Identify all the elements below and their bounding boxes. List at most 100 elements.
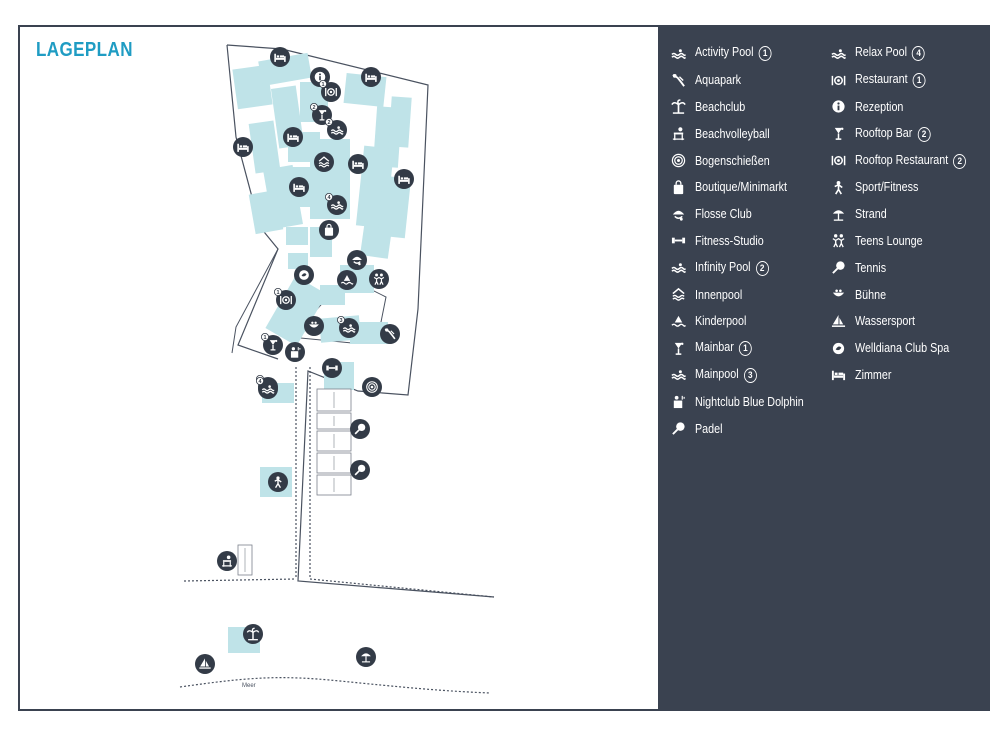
- cocktail-icon: [830, 126, 846, 142]
- courts-layer: [237, 388, 352, 576]
- racket-map-pin[interactable]: [350, 419, 370, 439]
- legend-item-beachvolleyball: Beachvolleyball: [670, 120, 821, 147]
- pool-map-pin[interactable]: 4: [255, 376, 278, 399]
- info-icon: [314, 71, 326, 83]
- target-map-pin[interactable]: [362, 377, 382, 397]
- legend-label: Zimmer: [855, 367, 892, 382]
- pool-icon: [670, 260, 686, 276]
- pin-number-badge: [260, 332, 269, 341]
- site-map: Meer 122413114: [179, 44, 495, 694]
- fitness-map-pin[interactable]: [268, 472, 288, 492]
- bed-map-pin[interactable]: [233, 137, 253, 157]
- bed-map-pin[interactable]: [289, 177, 309, 197]
- pin-number-badge: [309, 102, 318, 111]
- bag-map-pin[interactable]: [319, 220, 339, 240]
- pool-icon: [670, 45, 686, 61]
- pool-map-pin[interactable]: 2: [324, 117, 347, 140]
- bed-icon: [293, 183, 305, 192]
- nightclub-icon: [290, 347, 301, 358]
- pin-circle: [339, 318, 359, 338]
- club-icon: [352, 256, 362, 266]
- dumbbell-icon: [326, 365, 338, 371]
- legend-number-badge: 1: [739, 341, 752, 357]
- cocktail-icon: [269, 339, 278, 351]
- pin-number: 4: [258, 379, 262, 385]
- indoor-pool-map-pin[interactable]: [314, 152, 334, 172]
- spa-map-pin[interactable]: [294, 265, 314, 285]
- stage-icon: [309, 321, 319, 328]
- legend-item-sport-fitness: Sport/Fitness: [830, 174, 984, 201]
- resort-grounds: [179, 44, 495, 694]
- building-block: [350, 322, 388, 344]
- volleyball-map-pin[interactable]: [217, 551, 237, 571]
- kids-pool-icon: [670, 313, 686, 329]
- pool-icon: [261, 385, 275, 394]
- nightclub-map-pin[interactable]: [285, 342, 305, 362]
- pin-number-badge: [255, 376, 264, 385]
- legend-label: Wassersport: [855, 314, 915, 329]
- stage-map-pin[interactable]: [304, 316, 324, 336]
- bed-icon: [287, 133, 299, 142]
- legend-label: Flosse Club: [695, 207, 752, 222]
- building-block: [248, 120, 281, 174]
- legend-item-teens-lounge: Teens Lounge: [830, 228, 984, 255]
- bed-map-pin[interactable]: [361, 67, 381, 87]
- legend-number-badge: 1: [758, 46, 772, 62]
- bag-icon: [324, 223, 334, 236]
- legend-label: Beachclub: [695, 99, 746, 114]
- legend-label: Beachvolleyball: [695, 126, 770, 141]
- pool-map-pin[interactable]: 3: [336, 315, 359, 338]
- racket-icon: [354, 423, 366, 435]
- building-block: [388, 96, 412, 148]
- restaurant-map-pin[interactable]: 1: [318, 79, 341, 102]
- teens-map-pin[interactable]: [369, 269, 389, 289]
- nightclub-icon: [670, 394, 686, 410]
- bed-map-pin[interactable]: [283, 127, 303, 147]
- map-pins: 122413114: [195, 47, 414, 674]
- bed-map-pin[interactable]: [270, 47, 290, 67]
- legend-label: Fitness-Studio: [695, 233, 764, 248]
- legend-item-bühne: Bühne: [830, 281, 984, 308]
- pin-circle: [380, 324, 400, 344]
- pool-icon: [830, 45, 846, 61]
- slide-map-pin[interactable]: [380, 324, 400, 344]
- resort-outline: [226, 44, 495, 598]
- pin-circle: [327, 120, 347, 140]
- building-block: [288, 253, 308, 269]
- bed-icon: [365, 73, 377, 82]
- bed-map-pin[interactable]: [348, 154, 368, 174]
- palm-map-pin[interactable]: [243, 624, 263, 644]
- restaurant-icon: [280, 295, 292, 305]
- palm-icon: [246, 627, 260, 641]
- club-icon: [670, 206, 686, 222]
- pin-circle: [314, 152, 334, 172]
- dumbbell-map-pin[interactable]: [322, 358, 342, 378]
- cocktail-map-pin[interactable]: 1: [260, 332, 283, 355]
- target-icon: [670, 153, 686, 169]
- pool-map-pin[interactable]: 4: [324, 192, 347, 215]
- restaurant-map-pin[interactable]: 1: [273, 287, 296, 310]
- bed-map-pin[interactable]: [394, 169, 414, 189]
- kids-pool-map-pin[interactable]: [337, 270, 357, 290]
- legend-label: Rezeption: [855, 99, 904, 114]
- legend-item-aquapark: Aquapark: [670, 67, 821, 94]
- legend-label: Bogenschießen: [695, 153, 770, 168]
- sailboat-map-pin[interactable]: [195, 654, 215, 674]
- map-title: LAGEPLAN: [36, 39, 133, 61]
- legend-item-flosse-club: Flosse Club: [670, 201, 821, 228]
- building-block: [265, 276, 327, 346]
- legend-item-innenpool: Innenpool: [670, 281, 821, 308]
- legend-item-padel: Padel: [670, 415, 821, 442]
- legend-number-badge: 4: [912, 46, 926, 62]
- umbrella-map-pin[interactable]: [356, 647, 376, 667]
- slide-icon: [670, 72, 686, 88]
- club-map-pin[interactable]: [347, 250, 367, 270]
- legend-number-badge: 1: [912, 73, 926, 89]
- racket-map-pin[interactable]: [350, 460, 370, 480]
- target-icon: [366, 381, 378, 393]
